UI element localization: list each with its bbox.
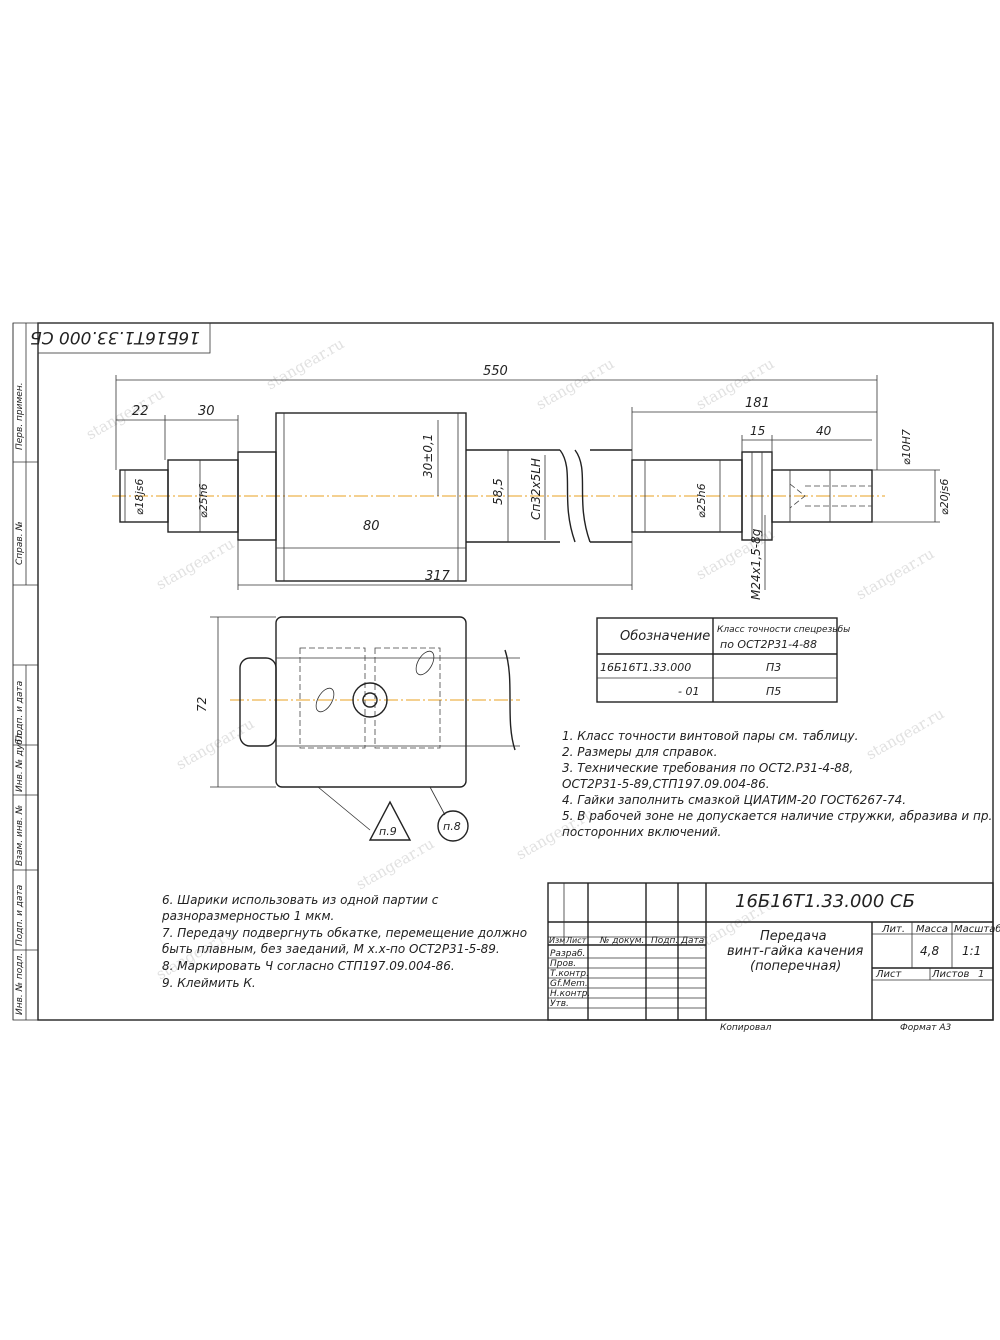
title-block-col: Дата [680, 936, 704, 946]
table-header-standard: по ОСТ2Р31-4-88 [720, 638, 817, 651]
note-line: 6. Шарики использовать из одной партии с [162, 893, 439, 907]
table-row-class: П5 [766, 685, 781, 698]
table-row-code: - 01 [678, 685, 699, 698]
watermark: stangear.ru [83, 384, 168, 443]
dim-30: 30 [198, 404, 215, 419]
watermark: stangear.ru [153, 534, 238, 593]
title-block-code: 16Б16Т1.33.000 СБ [735, 891, 915, 912]
dia-25-right: ⌀25h6 [695, 483, 708, 518]
marking-triangle [368, 800, 412, 841]
title-block-role: Разраб. [550, 949, 585, 959]
rotated-stamp-box [37, 322, 211, 354]
nut-top-view [210, 616, 520, 842]
watermark: stangear.ru [533, 354, 618, 413]
dim-58-5: 58,5 [491, 478, 505, 505]
title-block-label: Листов [931, 969, 969, 980]
note-line: быть плавным, без заеданий, М х.х-по ОСТ… [162, 942, 500, 956]
copied-by-label: Копировал [720, 1023, 772, 1033]
sheet-outer-border [12, 322, 994, 1021]
note-line: 8. Маркировать Ч согласно СТП197.09.004-… [162, 959, 455, 973]
title-block-role: Утв. [550, 999, 569, 1009]
dim-72: 72 [195, 697, 209, 712]
dim-15: 15 [750, 424, 765, 438]
title-block [547, 882, 994, 1021]
side-label: Справ. № [15, 521, 25, 565]
table-row-code: 16Б16Т1.33.000 [600, 661, 691, 674]
dia-18: ⌀18js6 [133, 479, 146, 515]
dia-25-left: ⌀25h6 [197, 483, 210, 518]
side-label: Взам. инв. № [15, 805, 25, 866]
dim-80: 80 [363, 519, 380, 534]
screw-main-view [112, 412, 885, 582]
side-column: Перв. примен. Справ. № Подп. и дата Инв.… [12, 323, 38, 1020]
side-label: Перв. примен. [15, 382, 25, 450]
note-line: 3. Технические требования по ОСТ2.Р31-4-… [562, 761, 853, 775]
table-header-class: Класс точности спецрезьбы [717, 625, 850, 635]
title-block-mass: 4,8 [920, 944, 939, 958]
note-line: разноразмерностью 1 мкм. [161, 909, 334, 923]
watermark: stangear.ru [853, 544, 938, 603]
title-block-role: Gf.Mem. [550, 979, 588, 989]
title-block-label: Масса [916, 924, 948, 935]
dim-317: 317 [425, 569, 451, 584]
title-block-role: Пров. [550, 959, 576, 969]
watermark: stangear.ru [353, 834, 438, 893]
title-block-label: Масштаб [954, 923, 1000, 935]
ball-nut-body [275, 412, 467, 582]
table-row-class: П3 [766, 661, 781, 674]
table-header-designation: Обозначение [620, 629, 710, 644]
note-line: ОСТ2Р31-5-89,СТП197.09.004-86. [562, 777, 770, 791]
thread-spec: Сп32х5LH [529, 458, 543, 520]
accuracy-table [596, 617, 838, 703]
title-block-name: винт-гайка качения [727, 944, 864, 959]
note-line: 7. Передачу подвергнуть обкатке, перемещ… [162, 926, 527, 940]
watermark: stangear.ru [263, 334, 348, 393]
note-line: 1. Класс точности винтовой пары см. табл… [562, 729, 858, 743]
stamp-circle [437, 810, 469, 842]
mark-p9: п.9 [379, 825, 397, 838]
side-label: Инв. № дубл. [15, 730, 25, 792]
note-line: посторонних включений. [562, 825, 721, 839]
title-block-label: Лит. [881, 924, 905, 935]
side-label: Подп. и дата [15, 885, 25, 946]
note-line: 9. Клеймить К. [162, 976, 256, 990]
dim-total-length: 550 [483, 364, 508, 379]
dia-20: ⌀20js6 [938, 479, 951, 515]
dim-40: 40 [816, 424, 832, 438]
title-block-col: № докум. [599, 936, 644, 946]
side-label: Инв. № подл. [15, 953, 25, 1015]
title-block-col: Изм [549, 936, 565, 945]
sheet-frame [37, 322, 994, 1021]
format-label: Формат А3 [900, 1023, 952, 1033]
title-block-col: Лист [565, 936, 587, 945]
dia-10: ⌀10H7 [900, 429, 913, 465]
thread-m24: M24х1,5-8g [749, 528, 763, 600]
title-block-col: Подп. [651, 936, 678, 946]
note-line: 4. Гайки заполнить смазкой ЦИАТИМ-20 ГОС… [562, 793, 906, 807]
dim-30-tol: 30±0,1 [421, 434, 435, 478]
title-block-role: Н.контр. [550, 989, 590, 999]
title-block-role: Т.контр. [550, 969, 589, 979]
title-block-label: Лист [875, 969, 903, 980]
dim-181: 181 [745, 396, 770, 411]
title-block-name: (поперечная) [750, 959, 841, 974]
note-line: 5. В рабочей зоне не допускается наличие… [562, 809, 992, 823]
dim-22: 22 [132, 404, 149, 419]
mark-p8: п.8 [443, 820, 461, 833]
title-block-scale: 1:1 [962, 944, 981, 958]
dimensions-main [115, 375, 940, 590]
lube-fitting [352, 682, 388, 718]
note-line: 2. Размеры для справок. [562, 745, 717, 759]
title-block-name: Передача [760, 929, 827, 944]
rotated-stamp-code: 16Б16Т1.33.000 СБ [30, 327, 200, 347]
side-label: Подп. и дата [15, 681, 25, 742]
watermark: stangear.ru [863, 704, 948, 763]
title-block-sheets: 1 [978, 969, 984, 980]
